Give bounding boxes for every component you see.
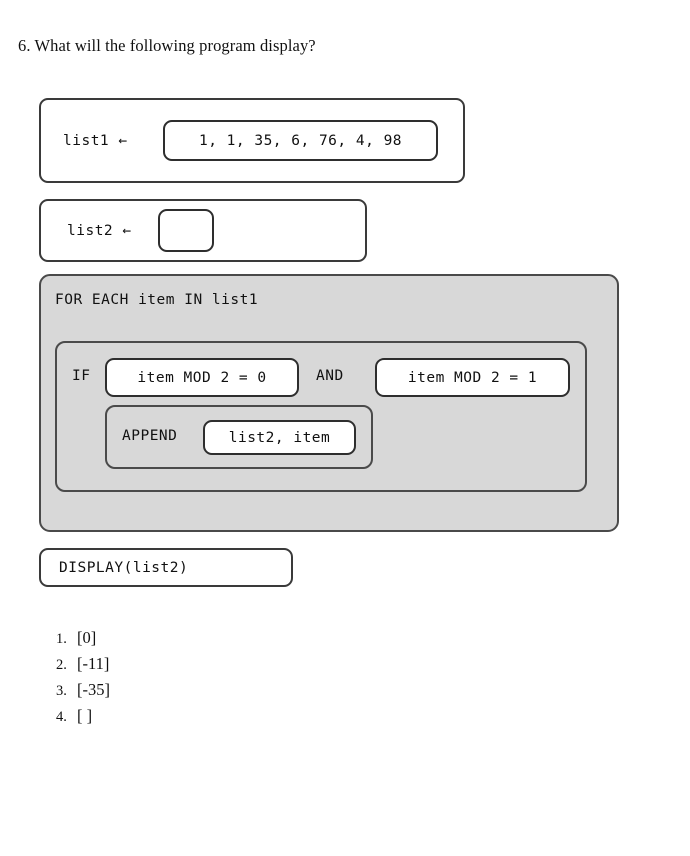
list1-values: 1, 1, 35, 6, 76, 4, 98 <box>198 132 403 149</box>
answer-option-1[interactable]: 1. [0] <box>56 628 110 654</box>
answer-option-4[interactable]: 4. [ ] <box>56 706 110 732</box>
answer-text-3: [-35] <box>77 680 110 699</box>
page-title: 6. What will the following program displ… <box>18 36 316 55</box>
answer-option-3[interactable]: 3. [-35] <box>56 680 110 706</box>
list2-label: list2 ← <box>67 222 132 239</box>
answer-number-2: 2. <box>56 657 67 673</box>
answer-option-2[interactable]: 2. [-11] <box>56 654 110 680</box>
answer-text-2: [-11] <box>77 654 110 673</box>
foreach-label: FOR EACH item IN list1 <box>55 292 259 308</box>
answer-list: 1. [0] 2. [-11] 3. [-35] 4. [ ] <box>56 628 110 732</box>
if-keyword: IF <box>72 368 91 384</box>
if-condition-1: item MOD 2 = 0 <box>137 369 267 386</box>
append-keyword: APPEND <box>122 428 178 444</box>
if-condition-2-box: item MOD 2 = 1 <box>375 358 570 397</box>
if-operator: AND <box>316 368 344 384</box>
statement-display: DISPLAY(list2) <box>39 548 293 587</box>
list1-values-box: 1, 1, 35, 6, 76, 4, 98 <box>163 120 438 161</box>
append-argument-box: list2, item <box>203 420 356 455</box>
if-condition-2: item MOD 2 = 1 <box>407 369 538 386</box>
display-text: DISPLAY(list2) <box>59 559 189 576</box>
append-argument: list2, item <box>228 429 331 446</box>
list1-label: list1 ← <box>63 132 128 149</box>
answer-number-4: 4. <box>56 709 67 725</box>
answer-text-1: [0] <box>77 628 97 647</box>
answer-number-1: 1. <box>56 631 67 647</box>
answer-number-3: 3. <box>56 683 67 699</box>
answer-text-4: [ ] <box>77 706 93 725</box>
list2-empty-value-box <box>158 209 214 252</box>
if-condition-1-box: item MOD 2 = 0 <box>105 358 299 397</box>
